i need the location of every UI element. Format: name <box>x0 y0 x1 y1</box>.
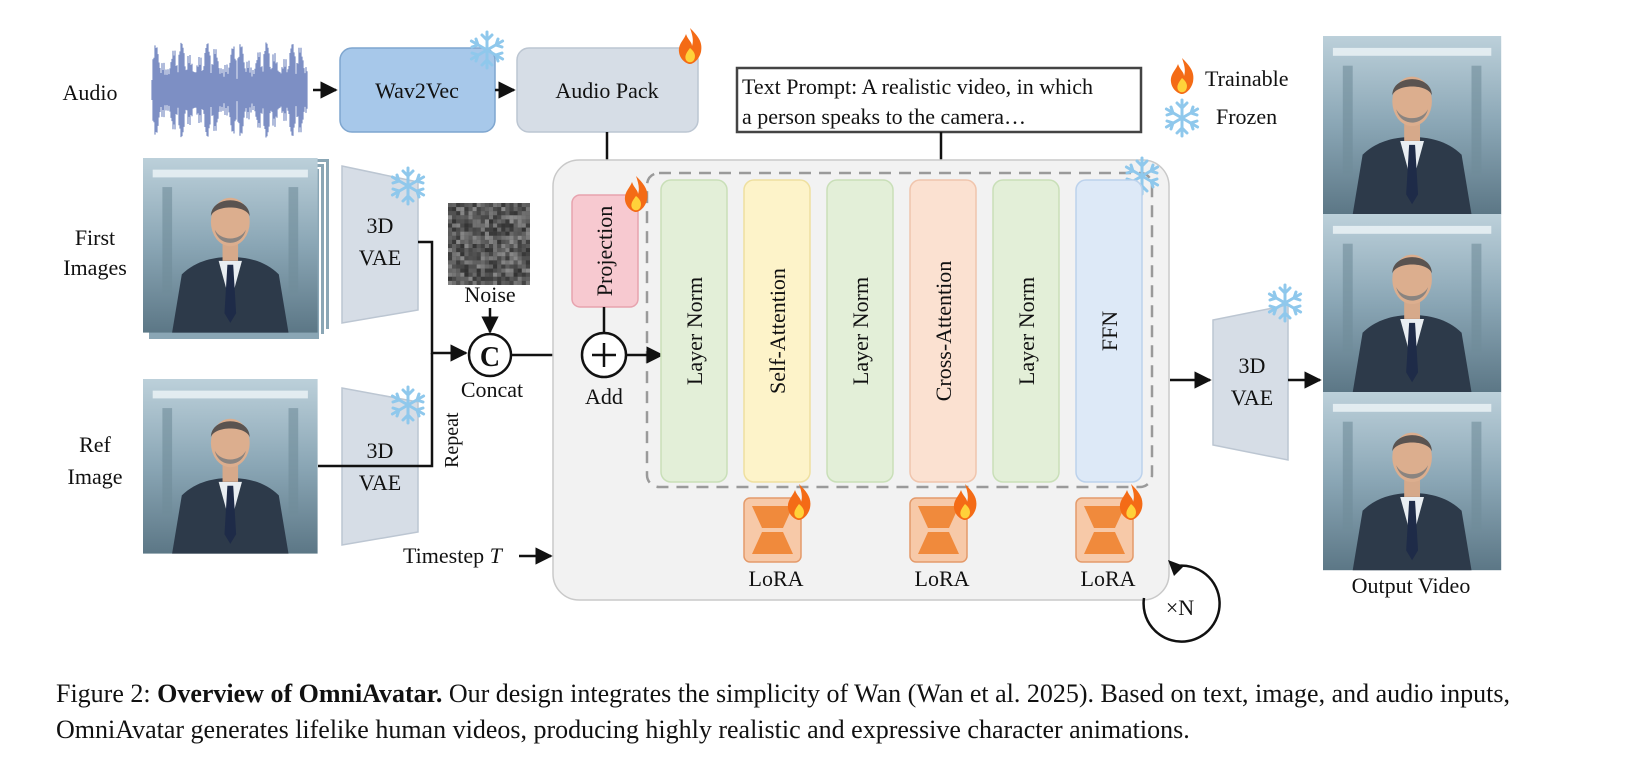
lora-label: LoRA <box>749 566 804 591</box>
ref-image-label-2: Image <box>68 464 123 489</box>
repeat-loop-arrow <box>1142 564 1221 643</box>
transformer-layer-frame <box>645 171 1154 489</box>
repeat-n-label: ×N <box>1166 595 1194 620</box>
wav2vec-label: Wav2Vec <box>375 78 459 103</box>
output-frame <box>1323 392 1502 571</box>
projection-label: Projection <box>592 206 617 296</box>
noise-label: Noise <box>464 282 515 307</box>
block-label: Cross-Attention <box>931 261 956 402</box>
vae-label-top: 3D <box>367 213 394 238</box>
output-video-label: Output Video <box>1352 573 1471 598</box>
block-cross-attention <box>909 179 977 483</box>
concat-label: Concat <box>461 377 523 402</box>
lora-modules: LoRA LoRA LoRA <box>743 484 1143 591</box>
concat-symbol: C <box>480 342 500 373</box>
audio-waveform <box>151 42 308 138</box>
block-label: Self-Attention <box>765 268 790 394</box>
flame-icon <box>1170 58 1194 94</box>
vae-decoder <box>1212 304 1289 461</box>
text-prompt-box <box>735 66 1143 134</box>
vae-label-top: 3D <box>367 438 394 463</box>
block-layer-norm <box>992 179 1060 483</box>
block-self-attention <box>743 179 811 483</box>
text-prompt-line-2: a person speaks to the camera… <box>742 104 1026 129</box>
legend-trainable: Trainable <box>1205 66 1289 91</box>
output-frame <box>1323 214 1502 393</box>
audio-pack-label: Audio Pack <box>555 78 658 103</box>
timestep-label: Timestep T <box>403 543 504 568</box>
first-images-stack <box>143 157 331 341</box>
block-layer-norm <box>826 179 894 483</box>
vae-label-bottom: VAE <box>359 470 401 495</box>
lora-label: LoRA <box>915 566 970 591</box>
add-label: Add <box>585 384 623 409</box>
caption-body: Our design integrates the simplicity of … <box>56 679 1510 744</box>
text-prompt-line-1: Text Prompt: A realistic video, in which <box>742 74 1093 99</box>
figure-caption: Figure 2: Overview of OmniAvatar. Our de… <box>56 676 1596 748</box>
caption-title: Overview of OmniAvatar. <box>157 679 443 708</box>
block-label: FFN <box>1097 311 1122 351</box>
block-layer-norm <box>660 179 728 483</box>
legend-frozen: Frozen <box>1216 104 1277 129</box>
caption-prefix: Figure 2: <box>56 679 158 708</box>
repeat-label: Repeat <box>441 412 463 468</box>
noise-image <box>448 203 530 285</box>
first-images-label-1: First <box>75 225 115 250</box>
audio-label: Audio <box>63 80 118 105</box>
output-frame <box>1323 36 1502 215</box>
snowflake-icon <box>1164 98 1200 138</box>
vae-label-bottom: VAE <box>359 245 401 270</box>
block-label: Layer Norm <box>1014 277 1039 385</box>
vae-label-top: 3D <box>1239 353 1266 378</box>
block-label: Layer Norm <box>848 277 873 385</box>
transformer-blocks: Layer Norm Self-Attention Layer Norm Cross-… <box>660 179 1143 483</box>
vae-label-bottom: VAE <box>1231 385 1273 410</box>
ref-image-picture <box>143 379 318 554</box>
ref-image-label-1: Ref <box>79 432 111 457</box>
block-ffn <box>1075 179 1143 483</box>
lora-label: LoRA <box>1081 566 1136 591</box>
first-images-label-2: Images <box>63 255 127 280</box>
block-label: Layer Norm <box>682 277 707 385</box>
